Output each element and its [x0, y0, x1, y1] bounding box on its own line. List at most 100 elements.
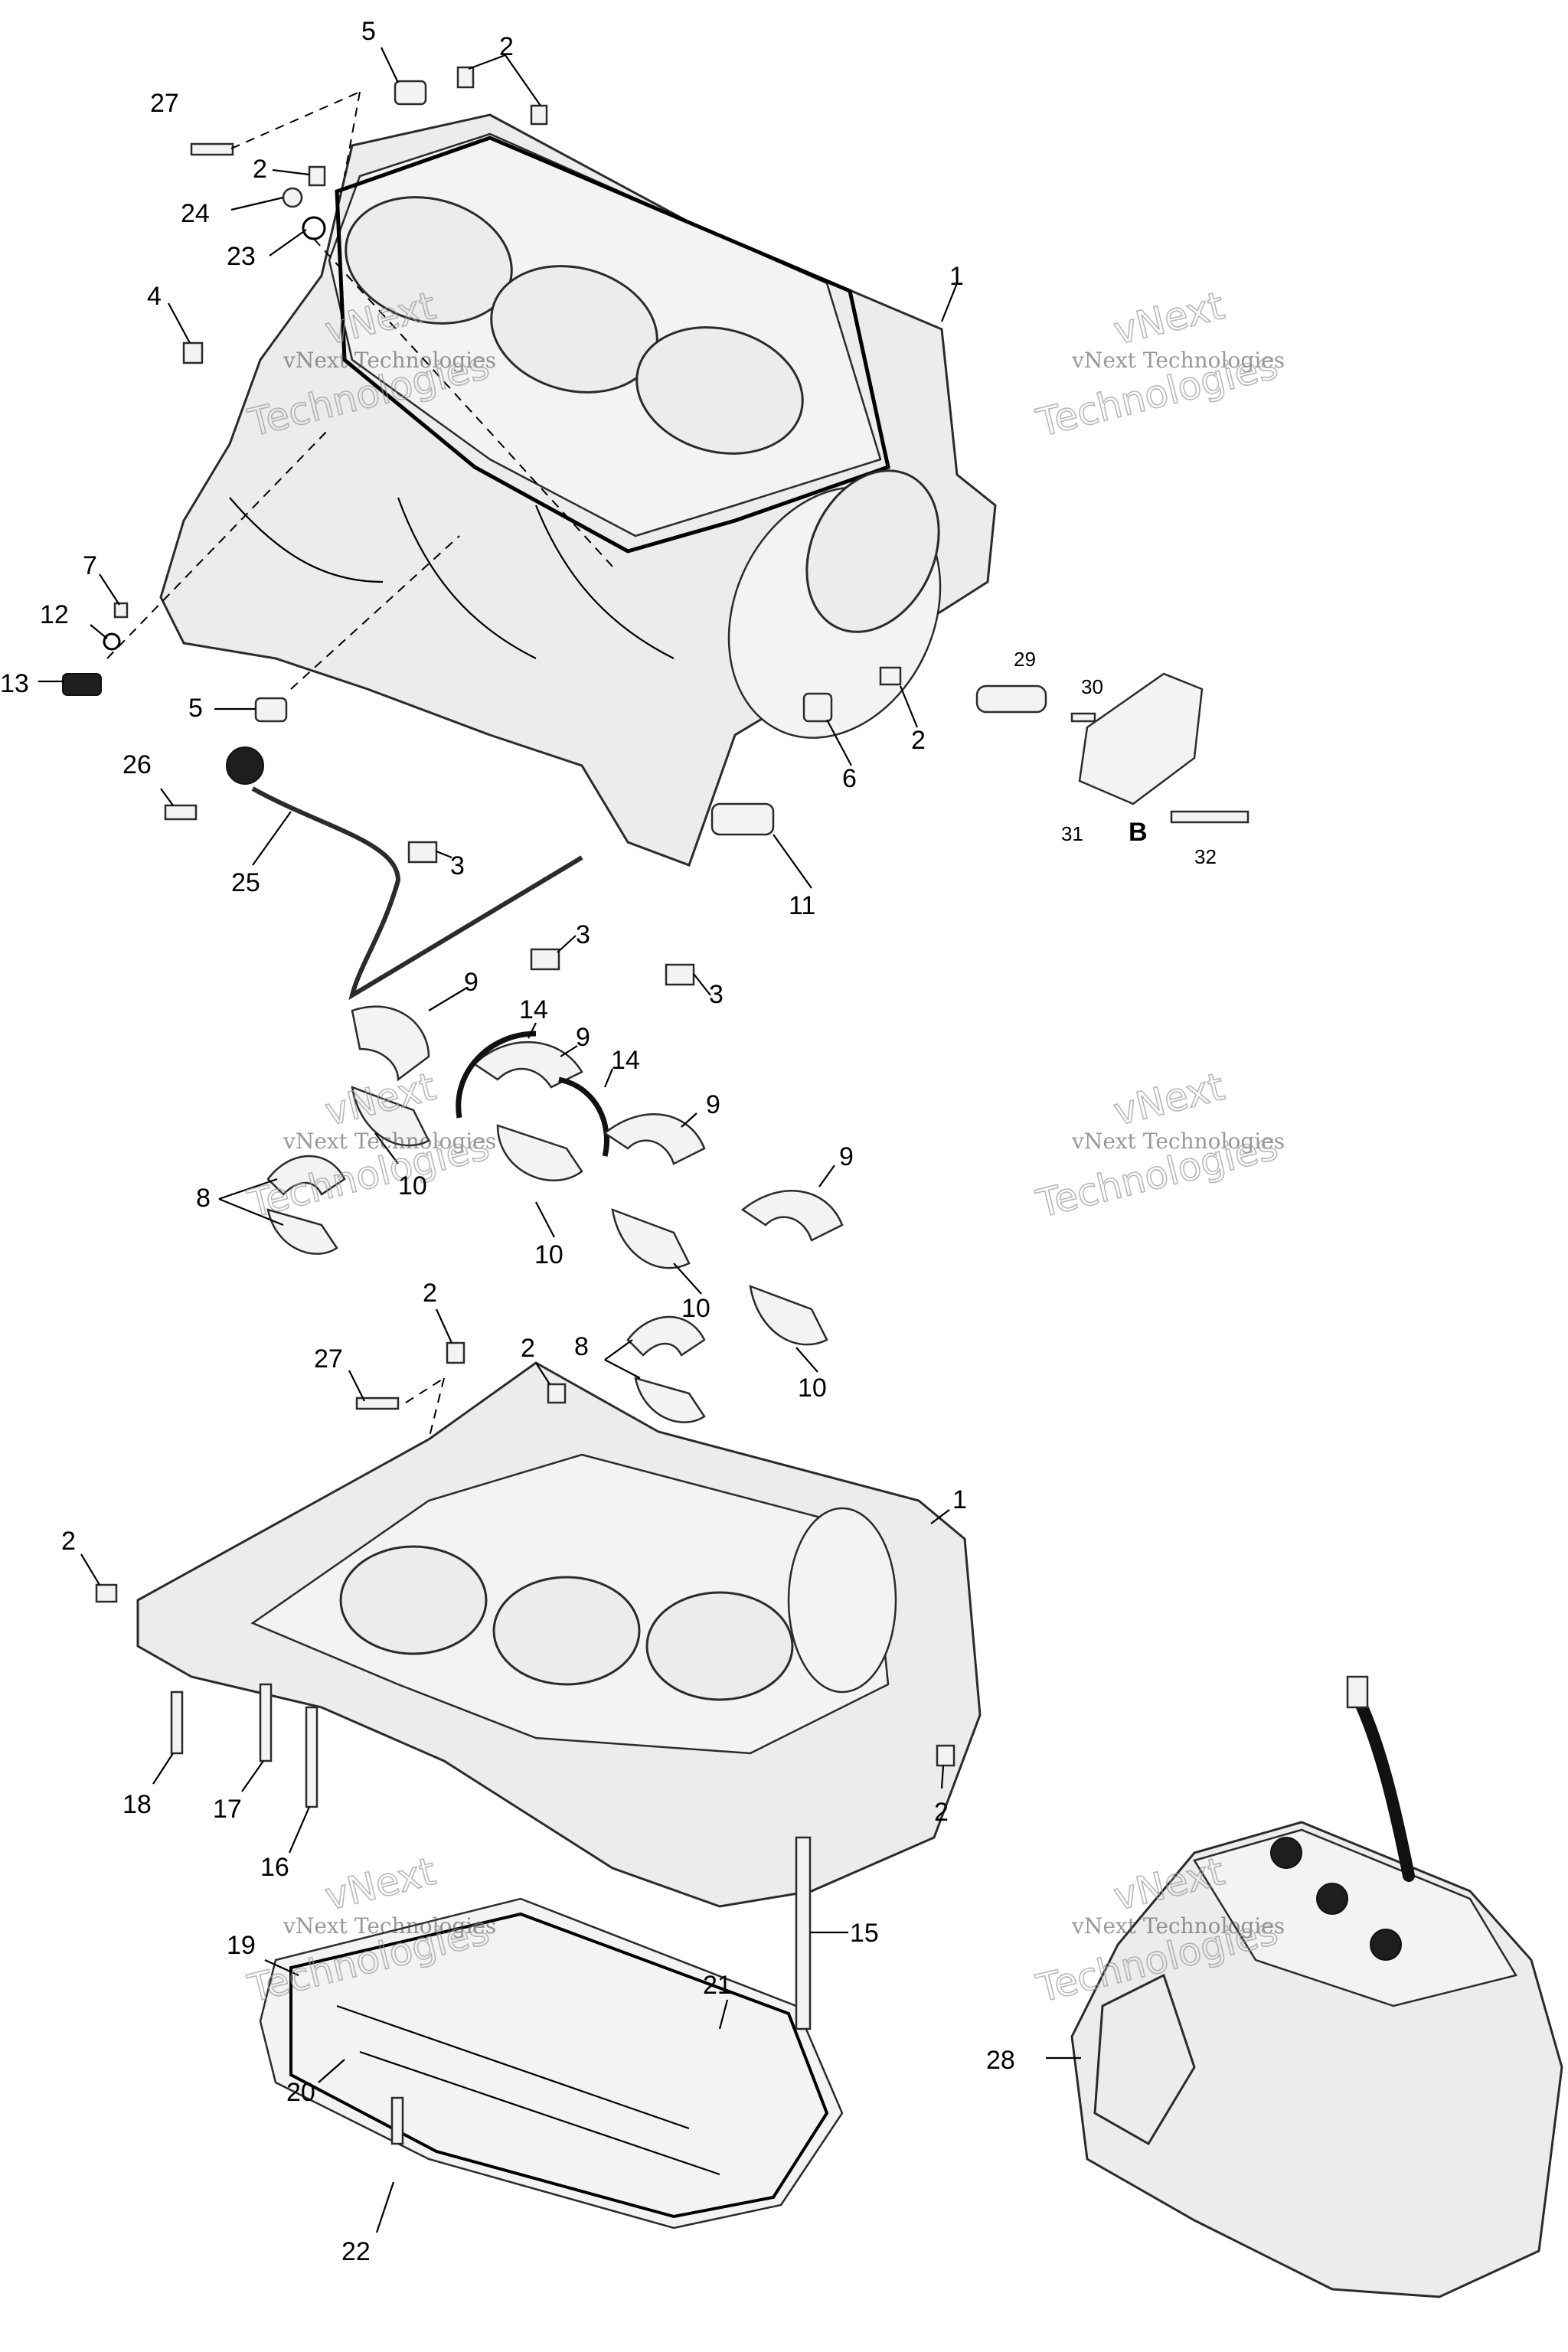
dowel-pin-2-top [456, 66, 475, 89]
callout-10-d: 10 [798, 1374, 827, 1403]
watermark-big-4a: vNext [1109, 1064, 1229, 1135]
small-parts [62, 66, 1250, 2145]
watermark-small-6: vNext Technologies [1071, 1913, 1285, 1939]
callout-11: 11 [789, 891, 815, 920]
bearing-10-c [611, 1208, 691, 1269]
callout-8-a: 8 [196, 1184, 211, 1213]
washer-24 [282, 187, 303, 208]
bolt-15 [795, 1836, 812, 2030]
callout-25: 25 [231, 868, 260, 897]
callout-8-b: 8 [574, 1332, 589, 1361]
main-bearings [266, 1005, 844, 1423]
callout-3-c: 3 [709, 980, 724, 1009]
sensor-wire-25 [251, 786, 583, 1001]
callout-2-f: 2 [61, 1527, 76, 1556]
bearing-10-a [351, 1086, 430, 1147]
bearing-8-lower [266, 1208, 338, 1255]
bushing-6 [802, 692, 833, 723]
clip-3-b [530, 948, 560, 971]
callout-numbers: 5 2 27 2 24 23 4 1 7 12 13 5 29 30 2 6 2… [0, 17, 1217, 2266]
lower-crankcase [136, 1361, 982, 1908]
bearing-9-c [603, 1113, 706, 1165]
knock-sensor-25 [226, 746, 264, 785]
callout-3-a: 3 [450, 851, 465, 880]
bearing-8-upper [266, 1155, 346, 1196]
upper-crankcase [159, 113, 997, 867]
dowel-pin-2-b [308, 165, 326, 187]
pin-29 [975, 684, 1047, 714]
callout-17: 17 [213, 1795, 242, 1824]
callout-24: 24 [181, 199, 210, 228]
callout-1-top: 1 [949, 262, 964, 291]
leader-lines [38, 47, 1081, 2233]
sensor-13 [62, 673, 102, 696]
callout-b-mark: B [1129, 818, 1148, 847]
callout-14-a: 14 [519, 995, 548, 1024]
screw-27-b [355, 1396, 400, 1410]
callout-4: 4 [147, 282, 162, 311]
screw-26 [164, 804, 198, 821]
dowel-pin-2-c [879, 666, 902, 686]
bushing-5-mid [254, 697, 288, 723]
bolt-18 [170, 1690, 184, 1755]
bolt-16 [305, 1706, 318, 1808]
watermark-small-3: vNext Technologies [283, 1129, 496, 1154]
callout-29: 29 [1014, 648, 1036, 671]
o-ring-12 [103, 632, 121, 651]
watermark-small-2: vNext Technologies [1071, 348, 1285, 373]
callout-12: 12 [40, 600, 69, 629]
pin-11 [710, 802, 775, 836]
bolt-22 [390, 2096, 404, 2145]
callout-2-top: 2 [499, 32, 514, 61]
callout-26: 26 [122, 750, 152, 779]
callout-13: 13 [0, 669, 29, 698]
callout-20: 20 [286, 2078, 315, 2107]
oil-pan-gasket-assembly [259, 1897, 844, 2230]
dowel-pin-2-a [530, 104, 548, 126]
callout-18: 18 [122, 1790, 152, 1819]
bearing-9-d [740, 1190, 844, 1242]
watermark-small-4: vNext Technologies [1071, 1129, 1285, 1154]
bolt-17 [259, 1683, 273, 1762]
watermark-small-1: vNext Technologies [283, 348, 496, 373]
callout-27-top: 27 [150, 89, 179, 118]
watermark-big-5a: vNext [321, 1849, 440, 1919]
screw-27-top [190, 142, 234, 156]
callout-9-a: 9 [464, 968, 479, 997]
dowel-pin-2-f [95, 1583, 118, 1603]
watermark-big-2a: vNext [1109, 283, 1229, 354]
cover-31 [1078, 672, 1204, 805]
callout-23: 23 [227, 242, 256, 271]
callout-19: 19 [227, 1931, 256, 1960]
bearing-9-b [473, 1041, 583, 1089]
callout-1-b: 1 [952, 1485, 967, 1514]
callout-6: 6 [842, 764, 857, 793]
callout-14-b: 14 [611, 1046, 640, 1075]
dowel-pin-2-g [936, 1744, 956, 1767]
screw-32 [1170, 810, 1250, 824]
complete-engine-assembly [1070, 1675, 1563, 2298]
thrust-washer-14-b [558, 1076, 609, 1157]
washer-7 [113, 602, 129, 619]
bearing-9-a [351, 1005, 430, 1082]
callout-32: 32 [1194, 845, 1217, 868]
callout-7: 7 [83, 551, 97, 580]
callout-21: 21 [703, 1971, 732, 2000]
callout-9-c: 9 [706, 1090, 720, 1119]
callout-5-mid: 5 [188, 694, 203, 723]
clip-3-c [665, 963, 695, 986]
callout-2-e: 2 [521, 1334, 535, 1363]
bearing-8-b-upper [626, 1315, 706, 1357]
bearing-8-b-lower [634, 1377, 706, 1423]
callout-2-d: 2 [423, 1279, 437, 1308]
bushing-5-top [394, 80, 427, 106]
callout-9-b: 9 [576, 1023, 590, 1052]
bearing-10-d [749, 1285, 828, 1346]
callout-9-d: 9 [839, 1142, 854, 1171]
dowel-4 [182, 341, 204, 364]
callout-2-b: 2 [253, 155, 267, 184]
dowel-pin-2-d [446, 1341, 466, 1364]
callout-10-a: 10 [398, 1171, 427, 1200]
callout-28: 28 [986, 2046, 1015, 2075]
